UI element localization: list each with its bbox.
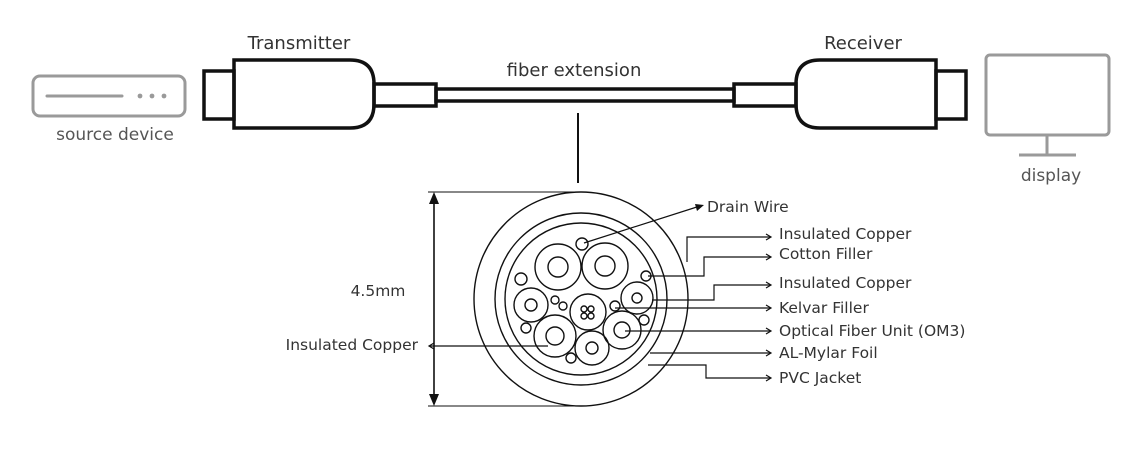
callout-optical-fiber-unit: Optical Fiber Unit (OM3) bbox=[779, 322, 965, 340]
callout-pvc-jacket: PVC Jacket bbox=[779, 369, 861, 387]
transmitter-connector-icon bbox=[202, 58, 438, 130]
source-device-icon bbox=[31, 74, 187, 118]
source-device-label: source device bbox=[56, 125, 174, 145]
diameter-dimension bbox=[428, 191, 578, 407]
display-label: display bbox=[1021, 166, 1081, 186]
callout-drain-wire: Drain Wire bbox=[707, 198, 789, 216]
fiber-cable bbox=[434, 87, 736, 103]
callout-leaders bbox=[427, 204, 773, 382]
callout-insulated-copper-1: Insulated Copper bbox=[779, 225, 912, 243]
callout-insulated-copper-2: Insulated Copper bbox=[779, 274, 912, 292]
receiver-label: Receiver bbox=[824, 33, 902, 54]
receiver-connector-icon bbox=[732, 58, 968, 130]
cable-cross-section-icon bbox=[473, 191, 689, 407]
diameter-label: 4.5mm bbox=[351, 282, 406, 300]
callout-cotton-filler: Cotton Filler bbox=[779, 245, 873, 263]
callout-kelvar-filler: Kelvar Filler bbox=[779, 299, 869, 317]
fiber-extension-label: fiber extension bbox=[507, 60, 642, 81]
callout-insulated-copper-left: Insulated Copper bbox=[286, 336, 419, 354]
monitor-icon bbox=[984, 53, 1111, 157]
transmitter-label: Transmitter bbox=[247, 33, 351, 54]
callout-al-mylar-foil: AL-Mylar Foil bbox=[779, 344, 878, 362]
